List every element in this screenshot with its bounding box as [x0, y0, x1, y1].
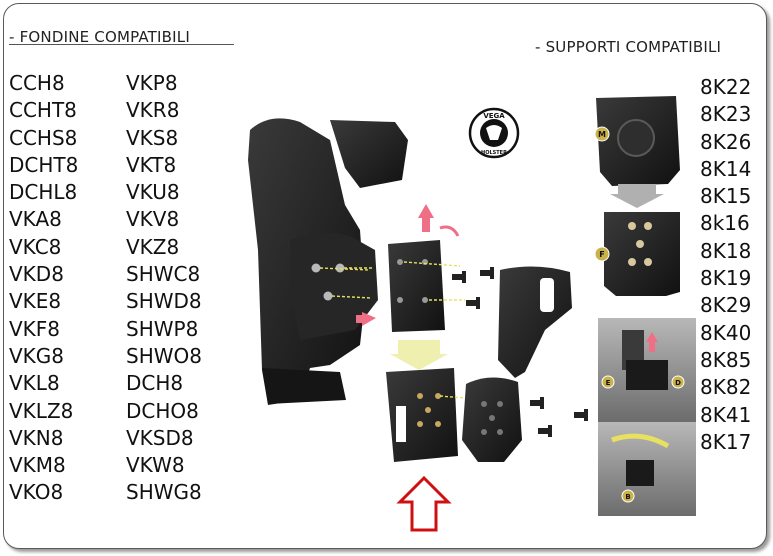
- curved-arrow: [439, 225, 460, 237]
- holster-code: VKO8: [9, 480, 64, 505]
- paddle-support: [462, 377, 522, 462]
- holster-code: SHWO8: [126, 343, 202, 368]
- svg-text:HOLSTER: HOLSTER: [481, 150, 507, 156]
- holster-code: VKF8: [9, 316, 61, 341]
- exploded-holster-illustration: VEGA HOLSTER M F E D B: [248, 96, 696, 532]
- support-code: 8K41: [700, 402, 752, 427]
- holster-code: SHWD8: [126, 289, 202, 314]
- holster-code: SHWG8: [126, 480, 202, 505]
- support-m-photo: M: [594, 96, 680, 186]
- svg-text:F: F: [599, 250, 604, 259]
- holster-code: VKLZ8: [9, 398, 74, 423]
- belt-loop-support: [498, 266, 572, 378]
- support-code: 8K14: [700, 156, 752, 181]
- holster-code: VKL8: [9, 371, 60, 396]
- holster-code: VKA8: [9, 207, 62, 232]
- support-code: 8K23: [700, 102, 752, 127]
- holster-code: VKG8: [9, 343, 65, 368]
- svg-text:M: M: [598, 130, 606, 139]
- support-code: 8K85: [700, 347, 752, 372]
- support-list-column: 8K22 8K23 8K26 8K14 8K15 8k16 8K18 8K19 …: [700, 74, 751, 456]
- holster-with-pistol: [248, 118, 408, 405]
- support-e-d-photo: E D: [598, 318, 696, 422]
- compatible-holsters-header: - FONDINE COMPATIBILI: [9, 28, 190, 46]
- pink-arrow-up: [418, 204, 434, 218]
- holster-code: DCHL8: [9, 180, 78, 205]
- compatible-supports-header: - SUPPORTI COMPATIBILI: [535, 38, 722, 56]
- holster-code: VKM8: [9, 453, 66, 478]
- holster-code: SHWP8: [126, 316, 199, 341]
- pink-arrow-right-shaft: [356, 315, 364, 323]
- support-code: 8K40: [700, 320, 752, 345]
- support-code: 8K18: [700, 238, 752, 263]
- holster-code: VKD8: [9, 262, 64, 287]
- vega-holster-logo: VEGA HOLSTER: [468, 107, 520, 159]
- screw-set: [452, 267, 588, 437]
- support-b-photo: B: [598, 422, 696, 516]
- holster-code: VKT8: [126, 152, 177, 177]
- pink-arrow-right: [362, 312, 376, 326]
- holster-code: VKP8: [126, 71, 178, 95]
- holster-code: VKN8: [9, 425, 64, 450]
- holster-code: DCH8: [126, 371, 184, 396]
- holster-code: CCHT8: [9, 98, 77, 123]
- svg-text:VEGA: VEGA: [483, 112, 505, 120]
- holster-code: DCHT8: [9, 152, 79, 177]
- holster-code: VKW8: [126, 453, 185, 478]
- svg-text:D: D: [675, 379, 681, 387]
- holster-code: VKV8: [126, 207, 180, 232]
- holster-list-column-2: VKP8 VKR8 VKS8 VKT8 VKU8 VKV8 VKZ8 SHWC8…: [126, 70, 202, 507]
- yellow-arrow-down: [390, 340, 448, 370]
- support-code: 8K15: [700, 184, 752, 209]
- holster-code: VKU8: [126, 180, 180, 205]
- pink-arrow-up-shaft: [422, 218, 430, 232]
- holster-code: CCHS8: [9, 125, 78, 150]
- holster-code: VKSD8: [126, 425, 194, 450]
- red-up-arrow: [396, 475, 452, 532]
- svg-text:B: B: [625, 493, 630, 501]
- grey-arrow-down: [610, 184, 664, 208]
- holster-code: DCHO8: [126, 398, 199, 423]
- svg-text:E: E: [606, 379, 611, 387]
- holster-code: CCH8: [9, 71, 65, 95]
- holster-code: SHWC8: [126, 262, 201, 287]
- support-code: 8K29: [700, 293, 752, 318]
- support-code: 8K22: [700, 75, 752, 99]
- support-code: 8K26: [700, 129, 752, 154]
- holster-code: VKE8: [9, 289, 62, 314]
- support-f-photo: F: [594, 212, 680, 296]
- holster-code: VKC8: [9, 234, 62, 259]
- support-code: 8K17: [700, 429, 752, 454]
- holster-code: VKZ8: [126, 234, 180, 259]
- holster-list-column-1: CCH8 CCHT8 CCHS8 DCHT8 DCHL8 VKA8 VKC8 V…: [9, 70, 78, 507]
- support-code: 8k16: [700, 211, 750, 236]
- adapter-plate-upper: [388, 240, 465, 332]
- header-underline: [9, 44, 234, 45]
- holster-code: VKR8: [126, 98, 180, 123]
- holster-code: VKS8: [126, 125, 179, 150]
- support-code: 8K19: [700, 266, 752, 291]
- support-code: 8K82: [700, 375, 752, 400]
